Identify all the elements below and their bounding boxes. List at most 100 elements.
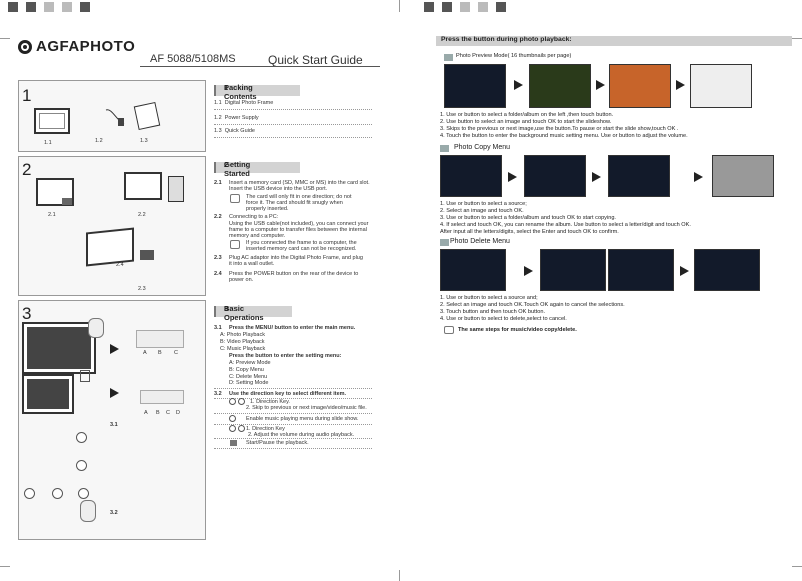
ac-adaptor-icon — [140, 250, 154, 260]
item-2-4-line-2: power on. — [229, 277, 254, 283]
photo-playback-bar: Press the button during photo playback: — [436, 36, 792, 46]
setting-menu-icons — [140, 390, 184, 404]
note-icon — [230, 240, 240, 249]
left-key-icon — [24, 488, 35, 499]
memory-card-icon — [62, 198, 72, 205]
delete-menu-icon — [440, 239, 449, 246]
frame-menu-image — [22, 322, 96, 374]
preview-screen-3 — [609, 64, 671, 108]
up-key-icon — [76, 432, 87, 443]
registration-square — [460, 2, 470, 12]
section-2-heading: 2 Getting Started — [214, 160, 300, 178]
menu-label-a: A — [143, 350, 147, 356]
volume-key-icon — [238, 425, 245, 432]
packing-item-2: 1.2 Power Supply — [214, 115, 259, 121]
section-3-heading: 3 Basic Operations — [214, 304, 292, 322]
crop-mark — [792, 38, 802, 39]
copy-screen-2 — [524, 155, 586, 197]
divider — [214, 137, 372, 138]
arrow-right-icon — [110, 388, 119, 398]
copy-step-5: After input all the letters/digits, sele… — [440, 229, 619, 235]
crop-mark — [399, 0, 400, 12]
direction-key-icon — [238, 398, 245, 405]
setting-key-icon — [80, 370, 90, 382]
divider — [214, 109, 372, 110]
arrow-right-icon — [508, 172, 517, 182]
delete-step-3: 3. Touch button and then touch OK button… — [440, 309, 546, 315]
preview-screen-1 — [444, 64, 506, 108]
music-key-icon — [229, 415, 236, 422]
preview-screen-2 — [529, 64, 591, 108]
arrow-right-icon — [596, 80, 605, 90]
label-2-4: 2.4 — [116, 262, 124, 268]
item-2-1-num: 2.1 — [214, 180, 222, 186]
copy-step-1: 1. Use or button to select a source; — [440, 201, 527, 207]
item-2-2-num: 2.2 — [214, 214, 222, 220]
setting-press-text: Press the button to enter the setting me… — [229, 353, 342, 359]
crop-mark — [0, 38, 10, 39]
delete-screen-2 — [540, 249, 606, 291]
frame-usb-image — [124, 172, 162, 200]
arrow-right-icon — [694, 172, 703, 182]
item-2-3-line-1: Plug AC adaptor into the Digital Photo F… — [229, 255, 363, 261]
copy-step-2: 2. Select an image and touch OK. — [440, 208, 524, 214]
item-2-4-num: 2.4 — [214, 271, 222, 277]
section-1-number: 1 — [22, 86, 32, 105]
registration-square — [62, 2, 72, 12]
menu-label-b: B — [158, 350, 162, 356]
ok-key-icon — [78, 488, 89, 499]
frame-card-slot-image — [36, 178, 74, 206]
brand-logo-text: AGFAPHOTO — [36, 38, 136, 55]
label-1-1: 1.1 — [44, 140, 52, 146]
item-2-2-line-4: memory and computer. — [229, 233, 286, 239]
copy-menu-icon — [440, 145, 449, 152]
setting-label-b: B — [156, 410, 160, 416]
play-pause-row: Start/Pause the playback. — [246, 440, 309, 446]
main-menu-item-c: C: Music Playback — [220, 346, 266, 352]
direction-key-row-1a: 1. Direction Key. — [250, 399, 290, 405]
page-title: Quick Start Guide — [268, 53, 363, 67]
preview-screen-4 — [690, 64, 752, 108]
packing-item-3: 1.3 Quick Guide — [214, 128, 255, 134]
delete-step-4: 4. Use or button to select to delete,sel… — [440, 316, 567, 322]
item-2-3-line-2: it into a wall outlet. — [229, 261, 275, 267]
copy-step-3: 3. Use or button to select a folder/albu… — [440, 215, 616, 221]
main-menu-icons — [136, 330, 184, 348]
preview-step-3: 3. Skips to the previous or next image,u… — [440, 126, 679, 132]
copy-menu-title: Photo Copy Menu — [454, 144, 511, 151]
label-1-3: 1.3 — [140, 138, 148, 144]
direction-key-row-1b: 2. Skip to previous or next image/video/… — [246, 405, 367, 411]
item-2-2-line-1: Connecting to a PC: — [229, 214, 279, 220]
menu-label-c: C — [174, 350, 178, 356]
power-supply-image — [104, 106, 126, 128]
frame-power-image — [86, 227, 134, 267]
direction-key-icon — [229, 398, 236, 405]
item-2-1-line-2: Insert the USB device into the USB port. — [229, 186, 328, 192]
play-pause-icon — [230, 440, 237, 446]
divider — [214, 388, 372, 389]
setting-item-b: B: Copy Menu — [229, 367, 264, 373]
item-2-2-line-2: Using the USB cable(not included), you c… — [229, 221, 369, 227]
setting-label-d: D — [176, 410, 180, 416]
main-menu-item-a: A: Photo Playback — [220, 332, 265, 338]
item-3-1-text: Press the MENU/ button to enter the main… — [229, 325, 356, 331]
item-2-1-line-1: Insert a memory card (SD, MMC or MS) int… — [229, 180, 370, 186]
model-name: AF 5088/5108MS — [150, 53, 236, 65]
arrow-right-icon — [110, 344, 119, 354]
volume-key-icon — [229, 425, 236, 432]
preview-step-2: 2. Use button to select an image and tou… — [440, 119, 612, 125]
label-2-1: 2.1 — [48, 212, 56, 218]
note-2-line-2: inserted memory card can not be recogniz… — [246, 246, 357, 252]
label-3-2: 3.2 — [110, 510, 118, 516]
copy-screen-3 — [608, 155, 670, 197]
setting-label-a: A — [144, 410, 148, 416]
registration-square — [478, 2, 488, 12]
crop-mark — [0, 566, 10, 567]
divider — [214, 448, 372, 449]
registration-square — [80, 2, 90, 12]
crop-mark — [399, 570, 400, 581]
right-key-icon — [52, 488, 63, 499]
main-menu-item-b: B: Video Playback — [220, 339, 265, 345]
frame-setting-image — [22, 374, 74, 414]
registration-square — [44, 2, 54, 12]
